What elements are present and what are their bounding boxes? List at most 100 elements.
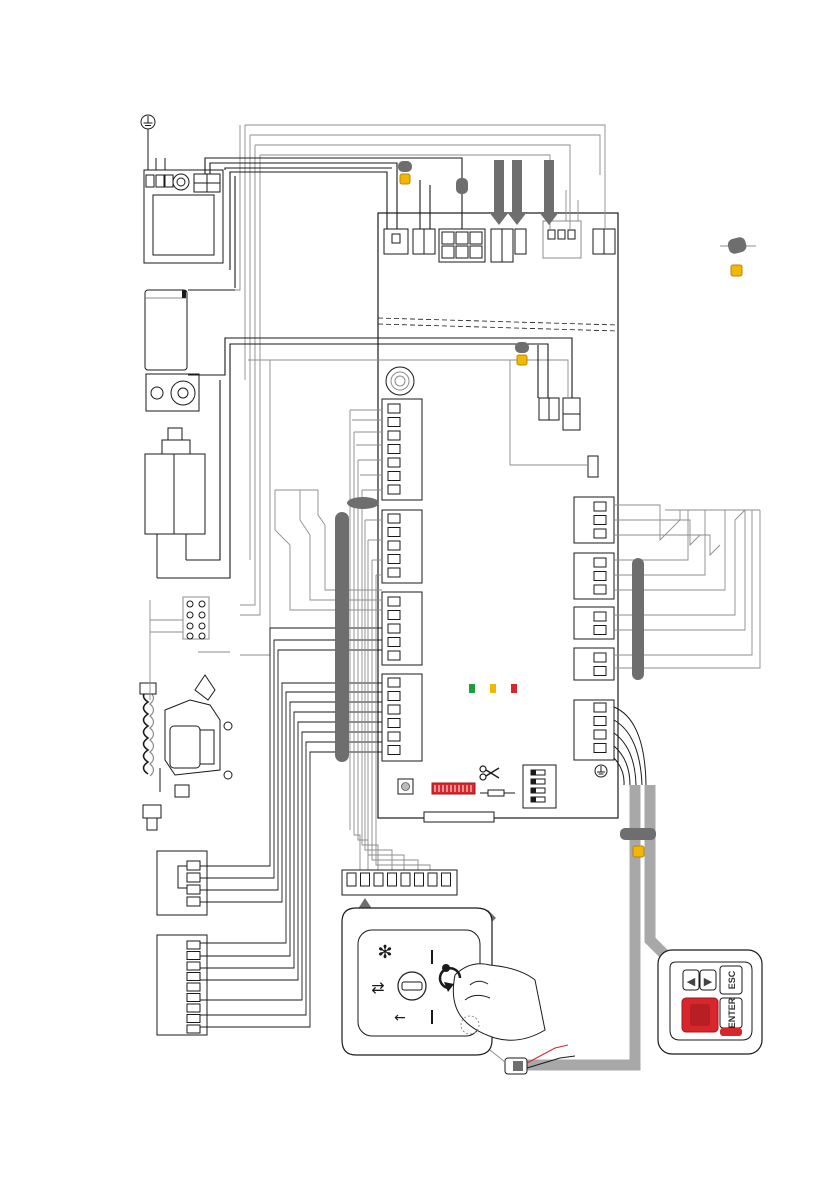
strip-terminal (374, 873, 383, 886)
strip-terminal (428, 873, 437, 886)
terminal-screw (187, 994, 200, 1002)
terminal-screw (388, 418, 400, 427)
electric-lock (140, 675, 232, 830)
terminal-screw (594, 717, 606, 726)
terminal-screw (388, 555, 400, 564)
fuse-holder (173, 174, 189, 190)
cable-tie-bottom (620, 828, 656, 840)
terminal-screw (388, 651, 400, 660)
terminal-screw (388, 528, 400, 537)
terminal-screw (594, 667, 606, 676)
ferrite-legend (720, 236, 756, 276)
terminal-screw (187, 1025, 200, 1033)
terminal-screw (594, 529, 606, 538)
led-green (469, 684, 475, 693)
terminal-screw (388, 719, 400, 728)
left-key[interactable]: ◀ (683, 970, 699, 990)
terminal-screw (388, 431, 400, 440)
keypad-terminal-strip (342, 870, 457, 895)
buzzer (386, 367, 414, 395)
terminal-screw (187, 952, 200, 960)
terminal-screw (594, 502, 606, 511)
terminal-screw (187, 983, 200, 991)
wire-bundle-left (335, 512, 349, 762)
terminal-screw (388, 514, 400, 523)
terminal-screw (187, 962, 200, 970)
cable-marker (633, 846, 644, 857)
terminal-screw (388, 541, 400, 550)
enter-key[interactable]: ENTER (720, 997, 742, 1036)
keypad-cable-wires (614, 707, 646, 785)
terminal-screw (388, 445, 400, 454)
wire-bundle-right (632, 558, 644, 680)
terminal-screw (388, 611, 400, 620)
terminal-screw (388, 597, 400, 606)
terminal-screw (594, 730, 606, 739)
right-key[interactable]: ▶ (700, 970, 716, 990)
terminal-screw (594, 585, 606, 594)
motor (145, 290, 199, 411)
terminal-screw (594, 653, 606, 662)
terminal-2pin-d (539, 398, 549, 420)
terminal-screw (594, 516, 606, 525)
terminal-screw (187, 941, 200, 949)
terminal-screw (187, 973, 200, 981)
terminal-screw (388, 705, 400, 714)
terminal-screw (388, 732, 400, 741)
terminal-screw (187, 1004, 200, 1012)
led-yellow (490, 684, 496, 693)
keypad-panel: ◀ ▶ ESC ENTER (658, 950, 762, 1054)
one-way-icon: ← (394, 1010, 406, 1026)
battery-pack (145, 428, 205, 578)
terminal-screw (594, 612, 606, 621)
cable-tie-top (347, 497, 379, 509)
relay-connector (183, 597, 209, 639)
terminal-screw (187, 1015, 200, 1023)
terminal-screw (388, 485, 400, 494)
display-window (682, 998, 718, 1032)
terminal-screw (388, 692, 400, 701)
ferrite-core-small (456, 178, 468, 194)
terminal-screw (388, 746, 400, 755)
fuse (588, 456, 598, 477)
terminal-screw (388, 624, 400, 633)
terminal-screw (388, 678, 400, 687)
strip-terminal (401, 873, 410, 886)
terminal-screw (594, 703, 606, 712)
control-board (378, 213, 618, 822)
power-supply-unit (141, 115, 223, 263)
dip-switch-red (432, 783, 475, 794)
strip-terminal (442, 873, 451, 886)
terminal-screw (594, 572, 606, 581)
board-edge-connector (424, 812, 494, 822)
terminal-screw (388, 404, 400, 413)
sensor-module-4pin (157, 851, 207, 915)
strip-terminal (388, 873, 397, 886)
terminal-screw (594, 626, 606, 635)
earth-ground-icon (595, 765, 607, 777)
bidirectional-icon: ⇄ (371, 978, 384, 997)
esc-key[interactable]: ESC (720, 966, 742, 994)
svg-text:ESC: ESC (727, 970, 737, 989)
rj-connector (384, 229, 408, 254)
keypad-cable-2 (650, 785, 665, 955)
terminal-screw (388, 638, 400, 647)
strip-terminal (361, 873, 370, 886)
terminal-screw (388, 458, 400, 467)
terminal-screw (594, 744, 606, 753)
svg-text:ENTER: ENTER (727, 997, 737, 1028)
strip-terminal (415, 873, 424, 886)
ferrite-core-icon (398, 161, 412, 184)
key-selector: ✻ ⇄ ← (342, 908, 545, 1055)
earth-ground-icon (141, 115, 155, 129)
terminal-2pin-b (491, 229, 502, 262)
strip-terminal (347, 873, 356, 886)
svg-text:◀: ◀ (687, 975, 696, 988)
terminal-2pin-a (413, 229, 424, 254)
power-connector-6pin (439, 229, 485, 262)
snowflake-icon: ✻ (377, 942, 392, 963)
terminal-screw (594, 558, 606, 567)
led-red (511, 684, 517, 693)
io-module-9pin (157, 935, 207, 1035)
